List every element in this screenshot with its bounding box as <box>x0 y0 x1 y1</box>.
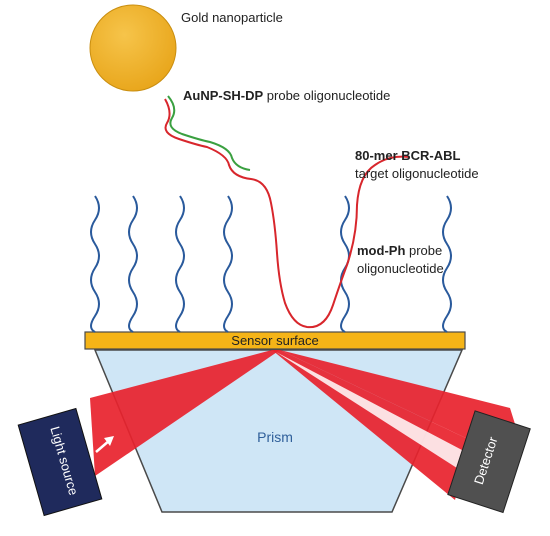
light-source: Light source <box>17 407 103 517</box>
aunp-probe-label: AuNP-SH-DP probe oligonucleotide <box>183 88 390 103</box>
modph-bold: mod-Ph <box>357 243 405 258</box>
dark-band <box>276 352 500 486</box>
incident-light-beam <box>90 350 280 476</box>
prism-label: Prism <box>257 429 293 445</box>
sensor-surface-label: Sensor surface <box>231 333 318 348</box>
surface-probe-strands <box>90 195 452 333</box>
aunp-probe-bold: AuNP-SH-DP <box>183 88 263 103</box>
gold-nanoparticle-label: Gold nanoparticle <box>181 10 283 25</box>
target-label-line1: 80-mer BCR-ABL <box>355 148 461 163</box>
arrow-icon <box>95 436 114 453</box>
modph-label-line1: mod-Ph probe <box>357 243 442 258</box>
aunp-probe-rest: probe oligonucleotide <box>263 88 390 103</box>
detector: Detector <box>447 410 531 514</box>
modph-label-line2: oligonucleotide <box>357 261 444 276</box>
sensor-surface <box>84 331 466 350</box>
target-strand <box>164 98 410 329</box>
reflected-light-beam <box>272 350 520 500</box>
gold-nanoparticle <box>89 4 177 92</box>
modph-rest: probe <box>405 243 442 258</box>
aunp-probe-strand <box>167 95 251 171</box>
target-label-line2: target oligonucleotide <box>355 166 479 181</box>
